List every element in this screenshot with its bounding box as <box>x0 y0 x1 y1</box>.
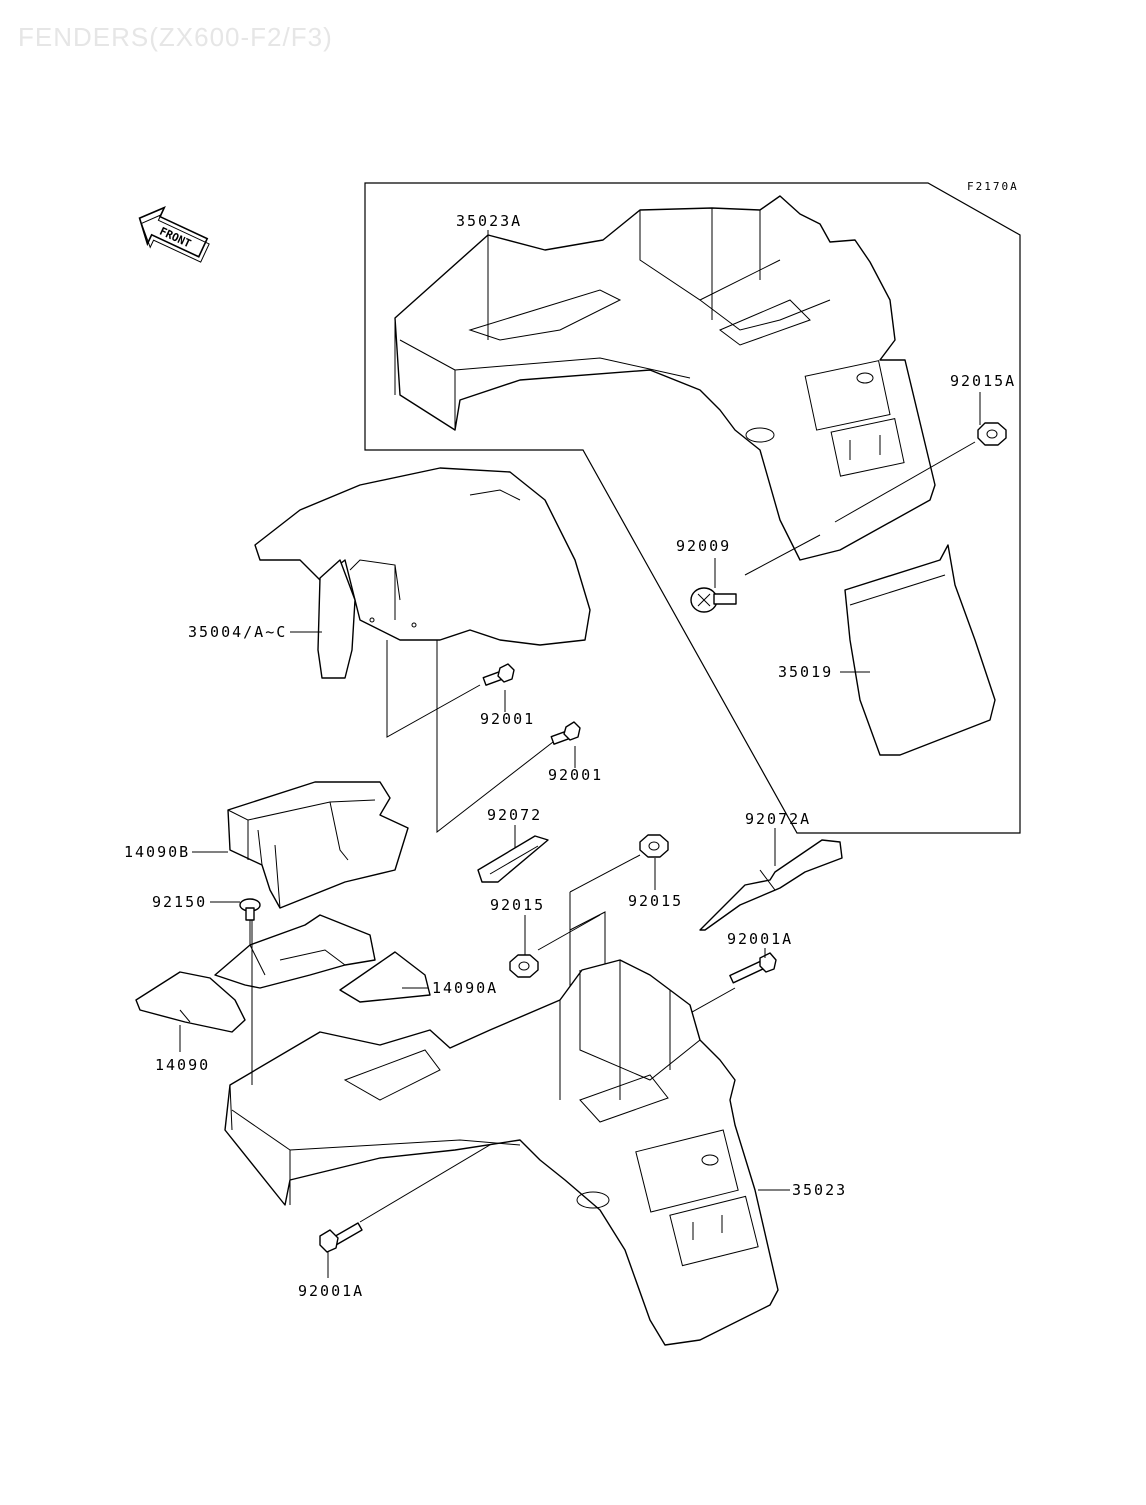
label-92015A: 92015A <box>950 372 1016 390</box>
nut-92015-a <box>509 954 539 978</box>
label-92001A-b: 92001A <box>298 1282 364 1300</box>
label-14090: 14090 <box>155 1056 210 1074</box>
strap-92072 <box>477 835 549 883</box>
front-arrow-icon: FRONT <box>138 206 210 263</box>
page-title: FENDERS(ZX600-F2/F3) <box>18 22 333 52</box>
label-92150: 92150 <box>152 893 207 911</box>
cover-14090 <box>135 971 246 1033</box>
bolt-92001-b <box>550 721 581 745</box>
screw-92150 <box>239 898 261 921</box>
strap-92072A <box>699 839 843 931</box>
leader-92015-a-path <box>537 914 601 951</box>
label-35004: 35004/A~C <box>188 623 287 641</box>
label-92015-a: 92015 <box>490 896 545 914</box>
leader-92015A-hole <box>834 441 976 523</box>
tray-14090A <box>214 914 431 1003</box>
inset-frame <box>364 182 1021 834</box>
label-92001-a: 92001 <box>480 710 535 728</box>
label-92015-b: 92015 <box>628 892 683 910</box>
battery-case-14090B <box>227 781 409 909</box>
label-35019: 35019 <box>778 663 833 681</box>
bolt-92001A-b <box>319 1222 363 1253</box>
figure-code: F2170A <box>967 180 1019 193</box>
rear-fender-inner-35023 <box>224 959 779 1346</box>
label-35023A: 35023A <box>456 212 522 230</box>
nut-92015-b <box>639 834 669 858</box>
label-14090A: 14090A <box>432 979 498 997</box>
label-92072: 92072 <box>487 806 542 824</box>
nut-92015A <box>977 422 1007 446</box>
bolt-92001-a <box>482 663 515 686</box>
leader-92001-b-path <box>436 640 554 834</box>
bolt-92001A-a <box>729 952 777 984</box>
label-92009: 92009 <box>676 537 731 555</box>
label-14090B: 14090B <box>124 843 190 861</box>
front-fender-35004 <box>254 467 591 679</box>
leader-92001-a-path <box>386 640 481 738</box>
leader-92015-b-path <box>569 854 641 893</box>
label-35023: 35023 <box>792 1181 847 1199</box>
label-92001A-a: 92001A <box>727 930 793 948</box>
screw-92009 <box>690 587 737 613</box>
label-92072A: 92072A <box>745 810 811 828</box>
leader-92009-hole <box>744 534 821 576</box>
rear-fender-inner-35023A <box>394 195 936 561</box>
mud-flap-35019 <box>844 544 996 756</box>
label-92001-b: 92001 <box>548 766 603 784</box>
